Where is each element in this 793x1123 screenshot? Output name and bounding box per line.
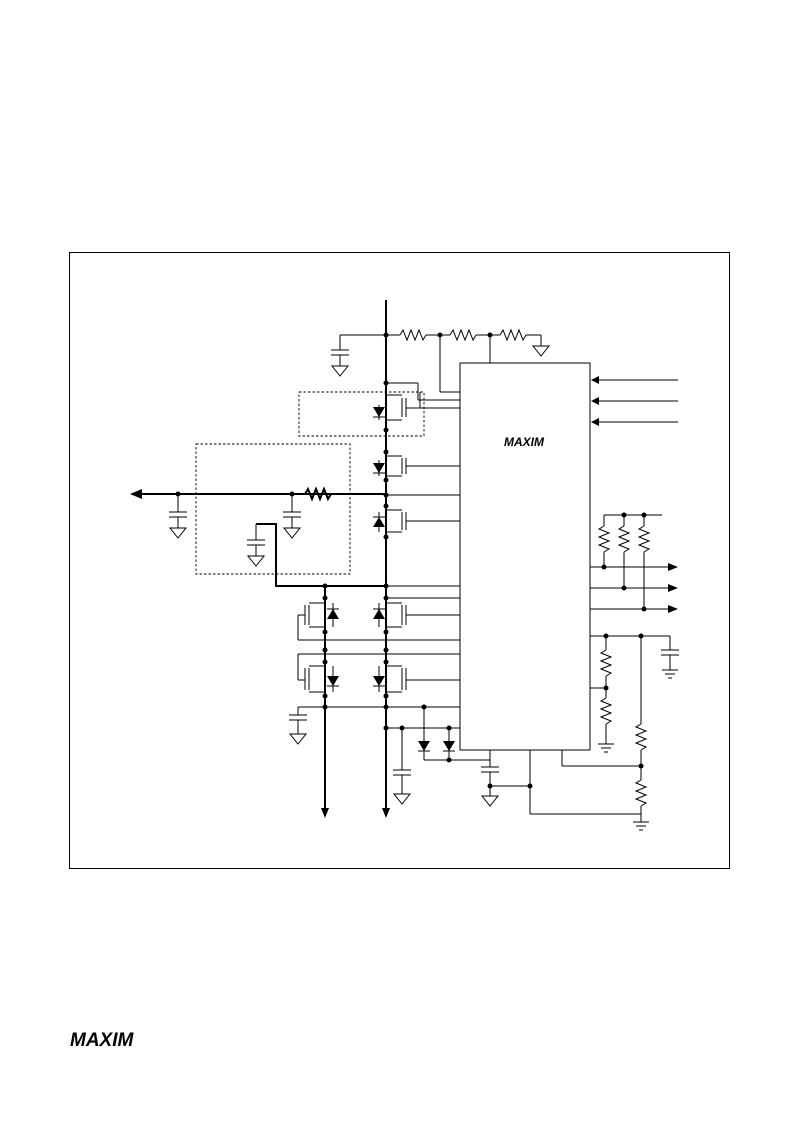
main-rail xyxy=(382,300,390,818)
switch-group-box-upper xyxy=(298,391,425,437)
left-output xyxy=(130,486,386,587)
diagram-frame xyxy=(69,252,730,869)
mosfet-4 xyxy=(297,602,460,641)
mosfet-3 xyxy=(373,509,460,533)
mosfet-6 xyxy=(373,602,460,628)
ic-bottom-cap xyxy=(480,750,530,807)
switch-group-box-lower xyxy=(195,443,351,575)
controller-ic xyxy=(459,362,591,751)
maxim-footer-logo: MAXIM xyxy=(70,1030,135,1051)
mosfet-5 xyxy=(297,653,460,693)
footer-logo-text: MAXIM xyxy=(70,1030,135,1051)
rail-junctions xyxy=(383,380,389,731)
ic-outputs xyxy=(590,512,678,613)
mosfet-7 xyxy=(373,665,460,693)
rail-to-ic xyxy=(386,494,460,729)
ic-logo: MAXIM xyxy=(504,435,545,449)
input-capacitor xyxy=(330,334,386,377)
rail-cap-left xyxy=(288,707,308,745)
ic-inputs xyxy=(591,376,678,426)
bootstrap-network xyxy=(392,704,490,805)
feedback-network xyxy=(527,633,679,831)
mosfet-1 xyxy=(373,382,460,421)
second-rail xyxy=(298,583,386,818)
mosfet-2 xyxy=(373,455,460,477)
